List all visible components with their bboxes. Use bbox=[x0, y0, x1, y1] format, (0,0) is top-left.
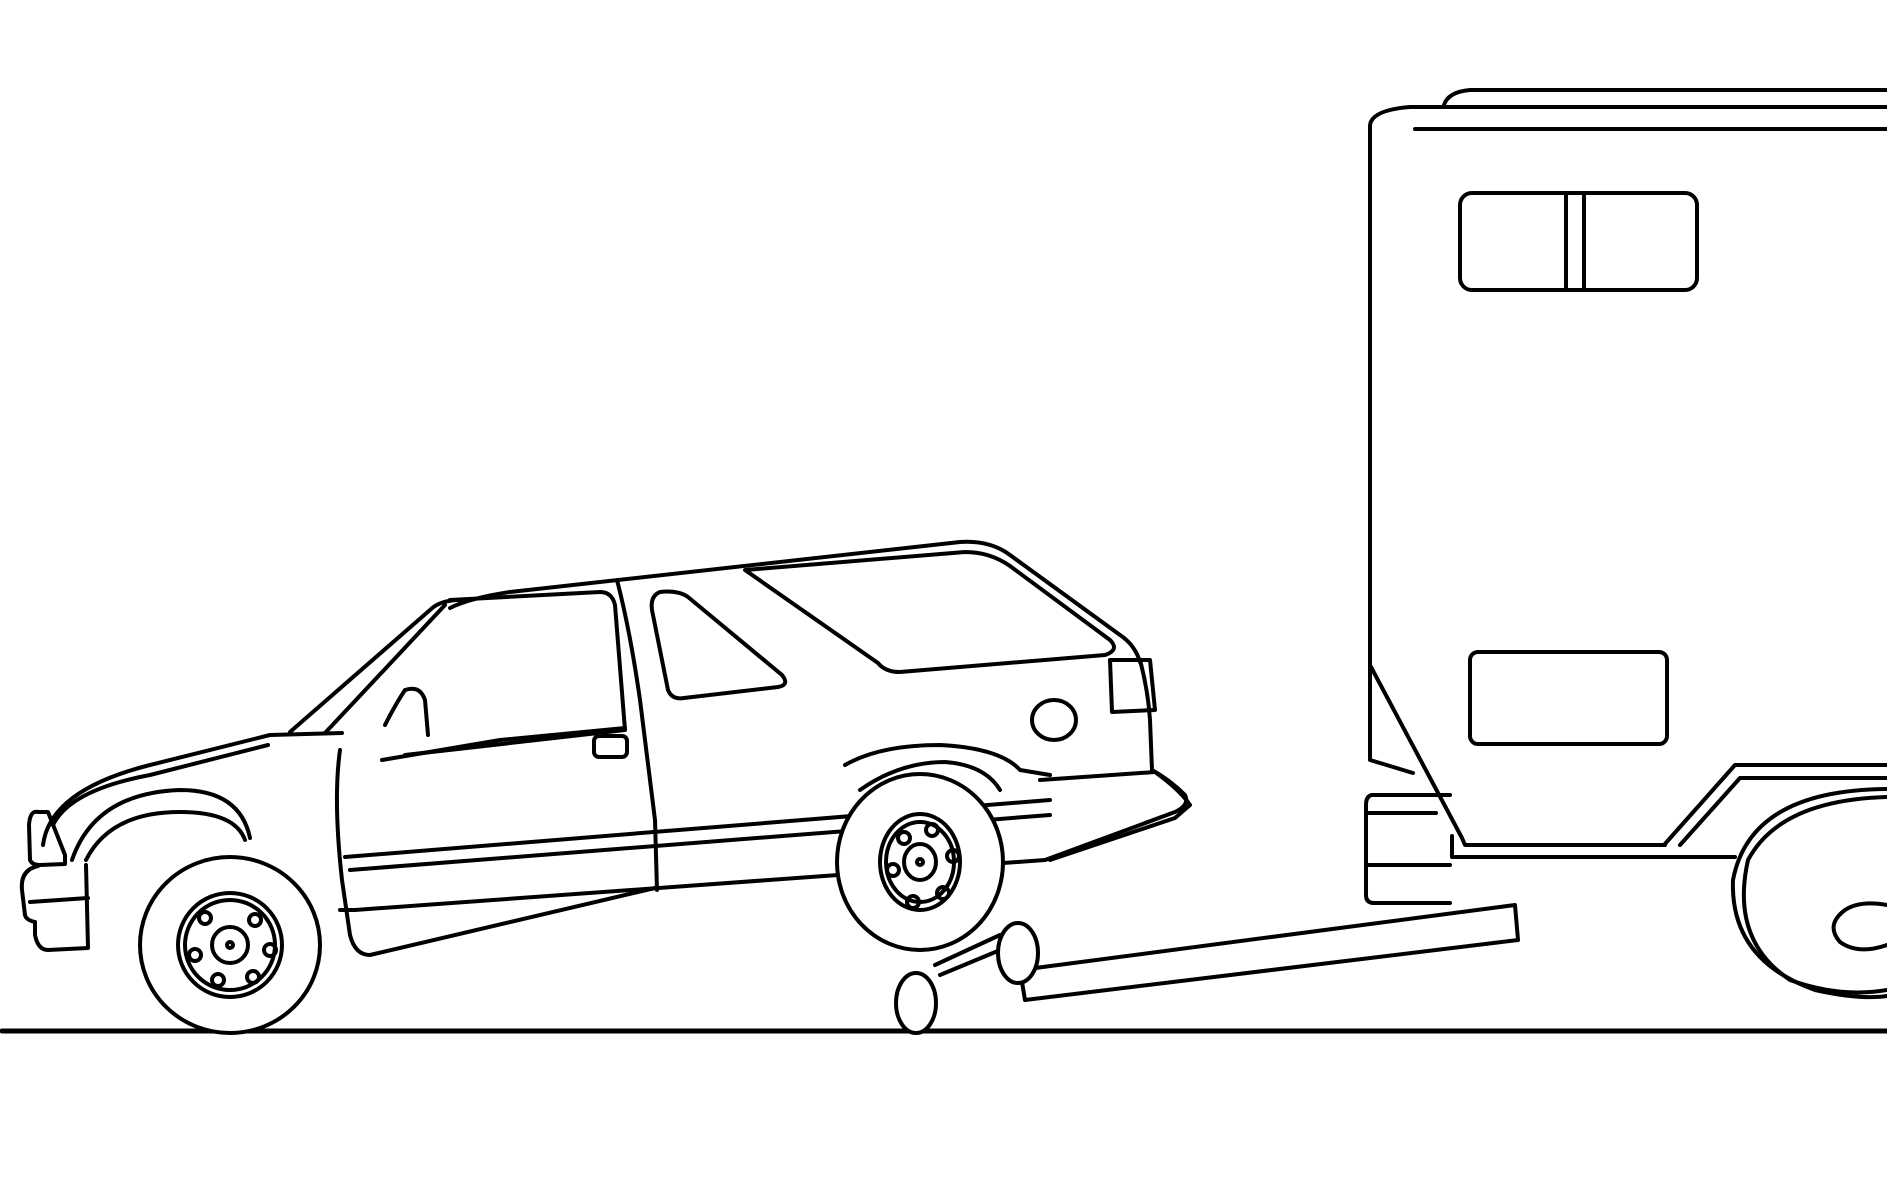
motorhome-rear-wheel bbox=[1730, 787, 1887, 1000]
suv-rear-wheel bbox=[835, 772, 1005, 952]
motorhome-compartment-door bbox=[1468, 650, 1669, 746]
dolly-wheel-front bbox=[996, 921, 1040, 985]
motorhome bbox=[1364, 88, 1887, 1000]
tow-dolly bbox=[894, 921, 1040, 1035]
suv-front-wheel bbox=[138, 855, 322, 1035]
motorhome-rear-bumper bbox=[1364, 793, 1452, 905]
motorhome-window-upper bbox=[1458, 191, 1699, 292]
towed-suv bbox=[19, 539, 1192, 1035]
tow-bar bbox=[1018, 903, 1520, 1002]
dolly-wheel-rear bbox=[894, 971, 938, 1035]
